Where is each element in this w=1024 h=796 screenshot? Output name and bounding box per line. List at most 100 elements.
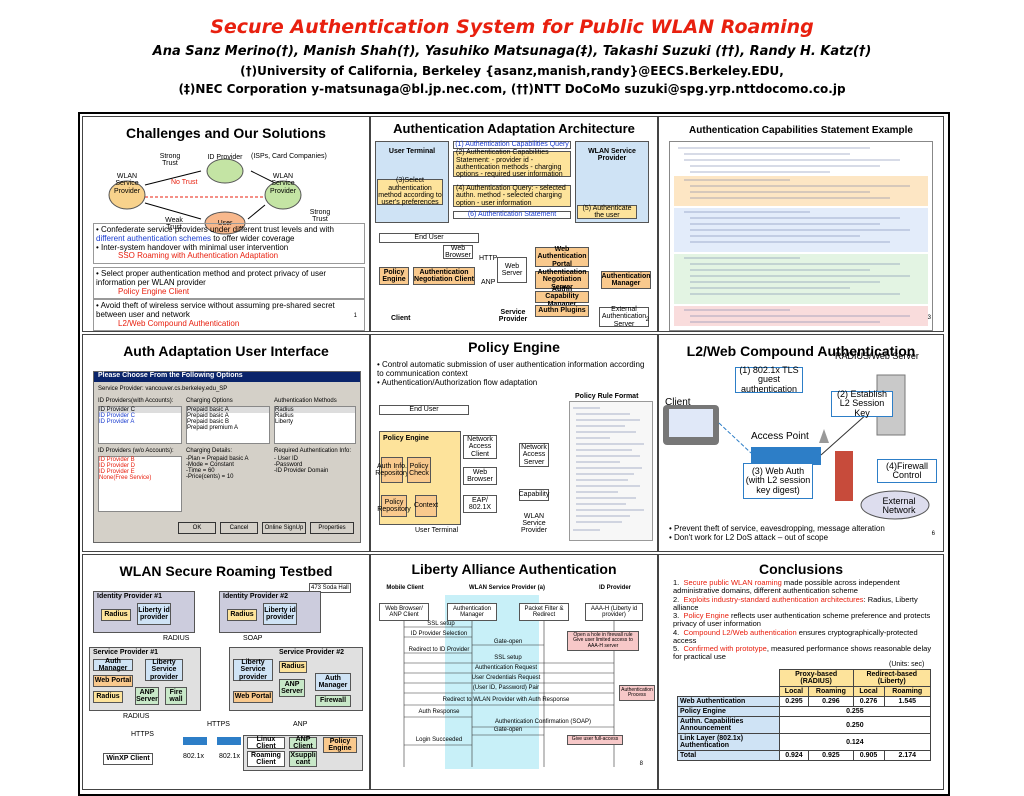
panel-title: Authentication Capabilities Statement Ex… [689,125,913,136]
compound-bullets: • Prevent theft of service, eavesdroppin… [669,524,885,542]
no-trust-label: No Trust [171,179,198,186]
challenge-2: • Select proper authentication method an… [93,267,365,300]
wlan-sp-lane [445,595,539,769]
web-auth-portal-box: Web Authentication Portal [535,246,589,268]
idp-node [206,158,244,184]
panel-challenges: Challenges and Our Solutions ID Provider… [82,116,370,332]
isp-label: (ISPs, Card Companies) [251,153,327,160]
policy-engine-box: Policy Engine [379,267,409,285]
ext-auth-box: External Authentication Server [599,306,649,328]
wlan-sp-label: WLAN Service Provider [520,513,548,534]
note-full-access: Give user full-access [567,735,623,745]
auth-mgr-box: Authentication Manager [601,271,651,289]
client-label: Client [391,315,411,322]
step-4-box: (4)Firewall Control [877,459,937,483]
step-2-box: (2) Establish L2 Session Key [831,389,893,417]
auth-methods-list[interactable]: Radius Radius Liberty [274,406,356,444]
page-number: 6 [931,531,935,537]
auth-info-repo-box: Auth Info. Repository [375,457,409,483]
strong-trust-right-line [247,204,266,220]
policy-repo-box: Policy Repository [377,495,411,517]
poster-header: Secure Authentication System for Public … [0,0,1024,110]
eap-box: EAP/ 802.1X [463,495,497,513]
online-signup-button[interactable]: Online SignUp [262,522,306,534]
affiliation-2: (‡)NEC Corporation y-matsunaga@bl.jp.nec… [178,82,846,96]
weak-trust-label: Weak Trust [165,217,183,231]
idp-with-accounts-list[interactable]: ID Provider C ID Provider C ID Provider … [98,406,182,444]
step-1-box: (1) 802.1x TLS guest authentication [735,365,803,393]
wlan-left-label: WLAN Service Provider [113,172,141,195]
required-info: - User ID -Password -ID Provider Domain [274,456,329,474]
wlan-left-node [108,180,146,210]
panel-title: WLAN Secure Roaming Testbed [119,563,333,579]
strong-trust-line [144,170,202,186]
step-5: (5) Authenticate the user [577,205,637,219]
solution-3: L2/Web Compound Authentication [118,318,240,328]
charging-options-list[interactable]: Prepaid basic A Prepaid basic A Prepaid … [186,406,270,444]
winxp-client-box: WinXP Client [103,753,153,765]
note-open-hole: Open a hole in firewall rule Give user l… [567,631,639,651]
step-3-box: (3) Web Auth (with L2 session key digest… [743,463,813,499]
user-terminal-label: User Terminal [415,527,459,534]
wlan-right-label: WLAN Service Provider [269,172,297,195]
web-browser-box: Web Browser [443,245,473,259]
weak-trust-line [144,202,202,220]
external-network-label: External Network [882,495,916,515]
strong-trust-label: Strong Trust [159,153,181,167]
policy-rule-lines [573,407,644,531]
panel-architecture: Authentication Adaptation Architecture U… [370,116,658,332]
table-row: Link Layer (802.1x) Authentication 0.124 [677,733,932,751]
idp-without-accounts-list[interactable]: ID Provider B ID Provider D ID Provider … [98,456,182,512]
properties-button[interactable]: Properties [310,522,354,534]
auth-neg-server-box: Authentication Negotiation Server [535,269,589,291]
page-number: 3 [927,315,931,321]
cloud-icon [860,490,930,520]
step-4: (4) Authentication Query: - selected aut… [453,185,571,207]
conclusions-list: 1. Secure public WLAN roaming made possi… [673,578,932,662]
wlan-right-node [264,180,302,210]
end-user-box: End User [379,233,479,243]
http-label: HTTP [479,255,498,262]
capability-box: Capability [519,489,549,501]
client-label: Client [665,397,691,408]
web-server-box: Web Server [497,257,527,283]
web-browser-box: Web Browser [463,467,497,485]
panel-compound-auth: L2/Web Compound Authentication RADIUS/We… [658,334,944,552]
panel-title: Challenges and Our Solutions [126,125,326,141]
panel-title: Authentication Adaptation Architecture [393,121,635,136]
cancel-button[interactable]: Cancel [220,522,258,534]
panel-conclusions: Conclusions 1. Secure public WLAN roamin… [658,554,944,790]
access-point-icon [751,447,821,465]
auth-plugins-box: Authn Plugins [535,305,589,317]
step-3: (3)Select authentication method accordin… [377,177,443,207]
panel-liberty: Liberty Alliance Authentication Mobile C… [370,554,658,790]
poster-authors: Ana Sanz Merino(†), Manish Shah(†), Yasu… [152,44,872,59]
panel-user-interface: Auth Adaptation User Interface Please Ch… [82,334,370,552]
xml-example-image [669,141,933,331]
charging-details: -Plan = Prepaid basic A -Mode = Constant… [186,456,249,480]
step-2: (2) Authentication Capabilities Statemen… [453,149,571,178]
dialog-title: Please Choose From the Following Options [94,372,360,382]
auth-neg-client-box: Authentication Negotiation Client [413,267,475,285]
radius-server-label: RADIUS/Web Server [835,351,919,361]
page-number: 8 [639,761,643,767]
compound-auth-illustration [663,374,930,520]
poster-frame [78,112,950,796]
anp-label: ANP [481,279,496,286]
panel-title: Policy Engine [468,339,560,355]
access-point-label: Access Point [751,431,809,442]
service-provider-label: Service Provider [498,309,528,323]
page-number: 1 [353,313,357,319]
performance-table: Proxy-based (RADIUS) Redirect-based (Lib… [677,669,932,761]
challenge-1: • Confederate service providers under di… [93,223,365,265]
nac-box: Network Access Client [463,435,497,459]
policy-rule-format-label: Policy Rule Format [575,393,639,400]
context-box: Context [414,495,438,517]
table-row: Web Authentication 0.295 0.296 0.276 1.5… [677,696,931,707]
table-row: Authn. Capabilities Announcement 0.250 [677,716,932,734]
units-label: (Units: sec) [889,661,925,668]
nas-box: Network Access Server [519,443,549,467]
ok-button[interactable]: OK [178,522,216,534]
policy-engine-label: Policy Engine [383,435,429,442]
solution-2: Policy Engine Client [118,286,190,296]
